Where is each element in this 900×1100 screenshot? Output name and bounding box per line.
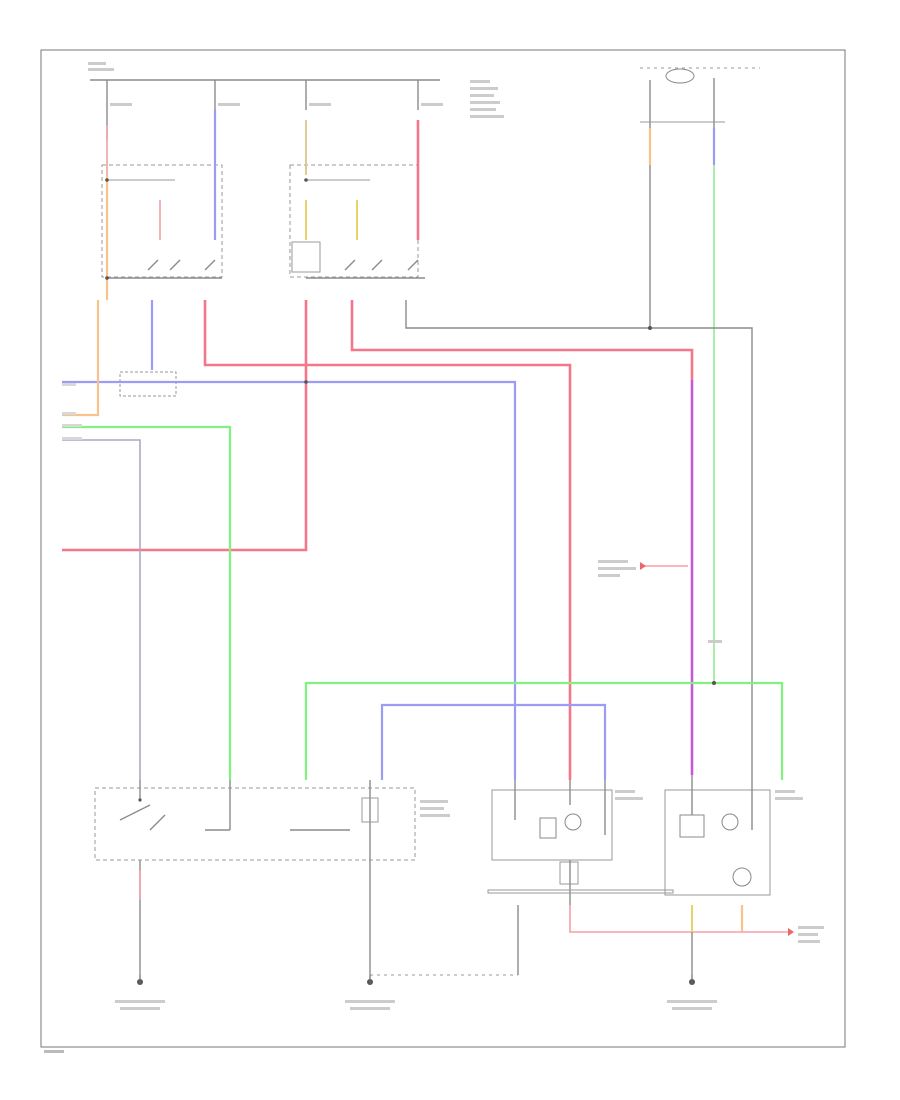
ground-icon [115, 975, 717, 1010]
connector-left [62, 371, 177, 440]
fuse-labels [88, 62, 504, 118]
left-headlight [487, 780, 674, 905]
bottom-wiring [370, 905, 824, 976]
middle-relay-module [289, 120, 425, 279]
top-right-motor [640, 67, 760, 685]
left-relay-module [101, 110, 223, 300]
footer-code-mark [44, 1050, 64, 1053]
combination-switch [94, 780, 450, 975]
bulb-icon [732, 867, 752, 887]
reference-note [598, 560, 688, 577]
green-loop [304, 640, 784, 780]
diagram-frame [40, 49, 846, 1048]
cross-wires [62, 300, 753, 780]
right-headlight [664, 770, 803, 896]
power-bus [90, 79, 440, 140]
bulb-icon [564, 813, 582, 831]
motor-icon [665, 68, 695, 84]
